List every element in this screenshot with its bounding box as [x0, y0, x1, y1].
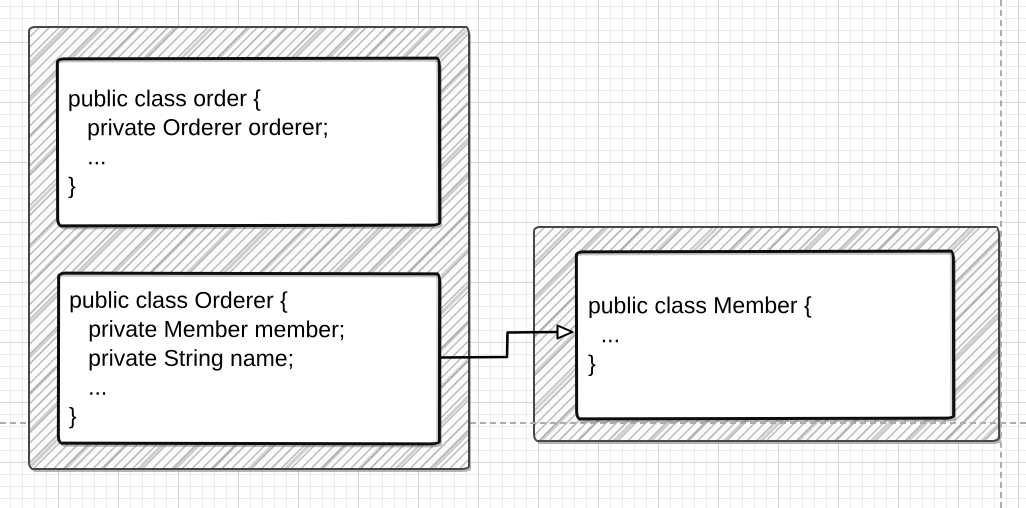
arrow-path — [440, 330, 559, 359]
page-boundary-horizontal-line — [0, 422, 1026, 424]
page-boundary-vertical-line — [1000, 0, 1002, 508]
arrow-head-icon — [556, 324, 574, 340]
